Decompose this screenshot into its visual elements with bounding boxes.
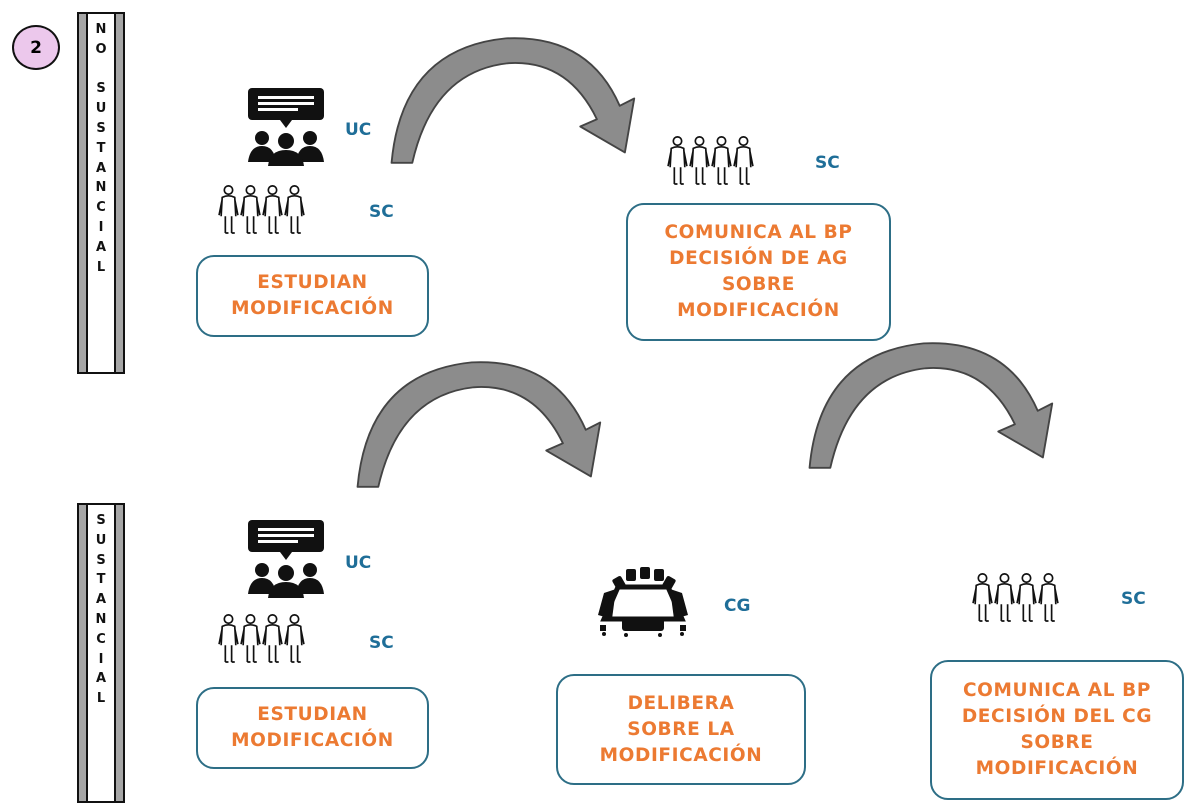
bar-letter: T	[96, 140, 106, 156]
bar-letter: U	[95, 101, 107, 117]
cg-label: CG	[724, 596, 751, 616]
bar-letter: S	[96, 120, 106, 136]
curved-arrow-icon	[390, 37, 636, 164]
estudian-modificacion-box-bottom: ESTUDIAN MODIFICACIÓN	[196, 687, 429, 769]
people-group-icon	[667, 134, 755, 190]
bar-letter: I	[98, 651, 104, 667]
bar-letter: S	[96, 81, 106, 97]
bar-letter: C	[96, 200, 106, 216]
bar-letter: I	[98, 219, 104, 235]
bar-letter: N	[95, 180, 107, 196]
people-group-icon	[972, 571, 1060, 627]
comunica-decision-ag-box: COMUNICA AL BP DECISIÓN DE AG SOBRE MODI…	[626, 203, 891, 341]
delibera-modificacion-box: DELIBERA SOBRE LA MODIFICACIÓN	[556, 674, 806, 785]
bar-letter: A	[95, 671, 107, 687]
conference-table-icon	[598, 567, 688, 637]
curved-arrow-icon	[356, 361, 602, 488]
sc-label-top-left: SC	[369, 202, 394, 222]
meeting-speech-icon	[248, 520, 324, 598]
bar-letter: L	[96, 691, 106, 707]
bar-letter: N	[95, 22, 107, 37]
bar-letter: A	[95, 592, 107, 608]
sc-label-top-right: SC	[815, 153, 840, 173]
bar-letter: N	[95, 611, 107, 627]
sc-label-bottom-left: SC	[369, 633, 394, 653]
bar-letter: S	[96, 513, 106, 528]
bar-letter: L	[96, 259, 106, 275]
estudian-modificacion-box-top: ESTUDIAN MODIFICACIÓN	[196, 255, 429, 337]
bar-letter: A	[95, 160, 107, 176]
bar-letter: U	[95, 532, 107, 548]
step-badge: 2	[12, 25, 60, 70]
curved-arrow-icon	[808, 342, 1054, 469]
meeting-speech-icon	[248, 88, 324, 166]
bar-letter: A	[95, 239, 107, 255]
sc-label-bottom-right: SC	[1121, 589, 1146, 609]
bar-letter: S	[96, 552, 106, 568]
people-group-icon	[218, 183, 306, 239]
people-group-icon	[218, 612, 306, 668]
uc-label-bottom: UC	[345, 553, 372, 573]
uc-label-top: UC	[345, 120, 372, 140]
bar-letter: O	[95, 41, 107, 57]
comunica-decision-cg-box: COMUNICA AL BP DECISIÓN DEL CG SOBRE MOD…	[930, 660, 1184, 800]
bar-letter: T	[96, 572, 106, 588]
bar-letter: C	[96, 631, 106, 647]
